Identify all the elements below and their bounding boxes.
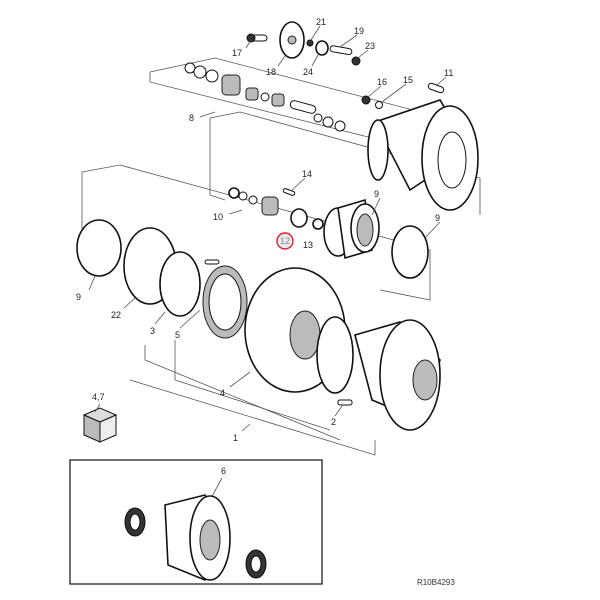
callout-10: 10 bbox=[213, 212, 223, 222]
stud-2 bbox=[337, 399, 353, 406]
nut-16 bbox=[361, 95, 371, 105]
bearing-set-10 bbox=[228, 187, 324, 230]
callout-13: 13 bbox=[303, 240, 313, 250]
group-bracket-9 bbox=[209, 111, 481, 215]
callout-6: 6 bbox=[221, 466, 226, 476]
callout-4: 4 bbox=[220, 388, 225, 398]
callout-8: 8 bbox=[189, 113, 194, 123]
callout-9-ring-gear: 9 bbox=[374, 189, 379, 199]
washer-21 bbox=[306, 39, 314, 47]
callout-9-cover: 9 bbox=[76, 292, 81, 302]
group-bracket-1 bbox=[129, 379, 376, 456]
kit-box-icon bbox=[82, 407, 118, 443]
callout-9-snap-ring: 9 bbox=[435, 213, 440, 223]
washer-15 bbox=[375, 101, 383, 109]
group-bracket-10 bbox=[209, 118, 226, 201]
callout-12[interactable]: 12 bbox=[280, 236, 290, 246]
reference-code: R10B4293 bbox=[417, 578, 455, 587]
callout-15: 15 bbox=[403, 75, 413, 85]
seal-3 bbox=[159, 251, 201, 317]
bolt-11 bbox=[427, 82, 445, 94]
housing-drum bbox=[367, 99, 479, 211]
group-bracket-main bbox=[81, 164, 431, 301]
callout-3: 3 bbox=[150, 326, 155, 336]
bolt-17 bbox=[246, 33, 268, 43]
callout-11: 11 bbox=[444, 68, 453, 78]
callout-4-7: 4,7 bbox=[92, 392, 105, 402]
group-bracket-5 bbox=[174, 340, 331, 431]
cover-18 bbox=[279, 21, 305, 59]
ring-gear-9 bbox=[323, 198, 380, 260]
callout-22: 22 bbox=[111, 310, 121, 320]
ring-23 bbox=[351, 56, 361, 66]
callout-21: 21 bbox=[316, 17, 326, 27]
callout-5: 5 bbox=[175, 330, 180, 340]
highlight-circle-12[interactable] bbox=[276, 232, 294, 250]
washer-24 bbox=[315, 40, 329, 56]
callout-24: 24 bbox=[303, 67, 313, 77]
inset-frame bbox=[69, 459, 323, 585]
snap-ring-9 bbox=[391, 225, 429, 279]
group-bracket-3 bbox=[144, 345, 341, 441]
shaft-assembly-8 bbox=[184, 62, 346, 132]
callout-2: 2 bbox=[331, 417, 336, 427]
callout-14: 14 bbox=[302, 169, 312, 179]
callout-19: 19 bbox=[354, 26, 364, 36]
callout-23: 23 bbox=[365, 41, 375, 51]
wheel-hub-1 bbox=[354, 319, 441, 431]
inset-hub bbox=[164, 494, 231, 582]
group-bracket-8-lower bbox=[149, 72, 381, 141]
callout-18: 18 bbox=[266, 67, 276, 77]
cover-plate-9 bbox=[76, 219, 122, 277]
o-ring bbox=[316, 316, 354, 394]
pin-19 bbox=[329, 45, 353, 56]
callout-1: 1 bbox=[233, 433, 238, 443]
callout-16: 16 bbox=[377, 77, 387, 87]
bolt-5 bbox=[204, 259, 220, 265]
callout-17: 17 bbox=[232, 48, 242, 58]
